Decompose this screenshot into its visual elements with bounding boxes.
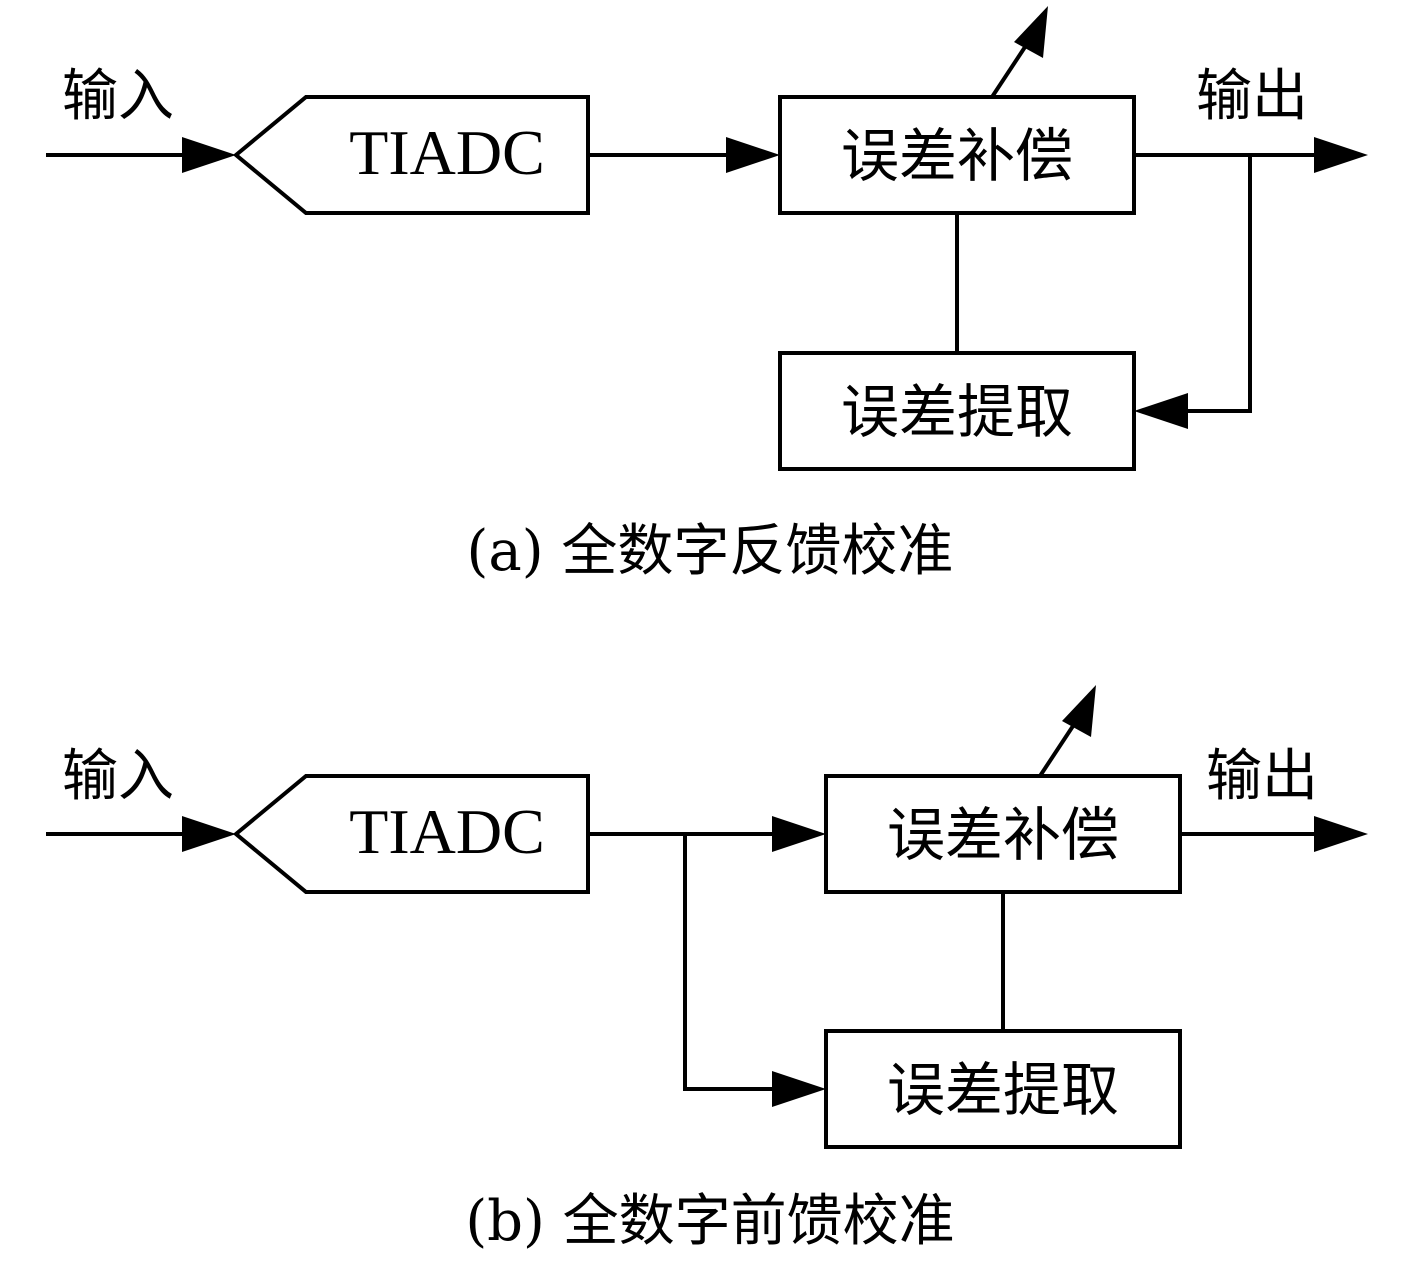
panel-a-output-arrowhead <box>1314 137 1368 173</box>
panel-a-input-label: 输入 <box>62 64 174 129</box>
panel-b-tiadc-label: TIADC <box>349 796 545 867</box>
panel-a-tiadc-label: TIADC <box>349 117 545 188</box>
panel-b-caption: (b) 全数字前馈校准 <box>465 1189 954 1254</box>
panel-b-adc-to-comp-arrowhead <box>772 816 826 852</box>
panel-b-feedforward-wire <box>683 834 776 1091</box>
panel-b-extraction-block <box>824 1029 1182 1149</box>
panel-b-compensation-label: 误差补偿 <box>887 801 1119 869</box>
panel-b-adjust-arrowhead <box>1062 685 1096 737</box>
panel-b-compensation-block <box>824 774 1182 894</box>
panel-a-compensation-label: 误差补偿 <box>841 122 1073 190</box>
panel-b-output-label: 输出 <box>1206 744 1318 809</box>
panel-a-caption: (a) 全数字反馈校准 <box>467 519 954 584</box>
panel-b-input-arrowhead <box>182 816 236 852</box>
panel-a-adjust-arrow-wire <box>990 45 1027 99</box>
panel-b-adjust-arrow-wire <box>1038 724 1075 778</box>
panel-b-feedforward: 输入 TIADC 误差补偿 输出 误差提取 (b) 全数字前馈校准 <box>46 685 1368 1254</box>
panel-a-compensation-block <box>778 95 1136 215</box>
panel-a-extraction-label: 误差提取 <box>841 378 1073 446</box>
panel-a-adjust-arrowhead <box>1014 6 1048 58</box>
panel-b-output-arrowhead <box>1314 816 1368 852</box>
panel-b-extraction-label: 误差提取 <box>887 1056 1119 1124</box>
panel-b-feedforward-arrowhead <box>772 1071 826 1107</box>
panel-a-feedback-arrowhead <box>1134 393 1188 429</box>
panel-a-adc-to-comp-arrowhead <box>726 137 780 173</box>
panel-a-input-arrowhead <box>182 137 236 173</box>
panel-a-feedback: 输入 TIADC 误差补偿 输出 误差提取 (a) 全数字反馈校准 <box>46 6 1368 584</box>
panel-a-feedback-wire <box>1184 155 1252 413</box>
panel-a-output-label: 输出 <box>1196 64 1308 129</box>
panel-b-input-label: 输入 <box>62 744 174 809</box>
